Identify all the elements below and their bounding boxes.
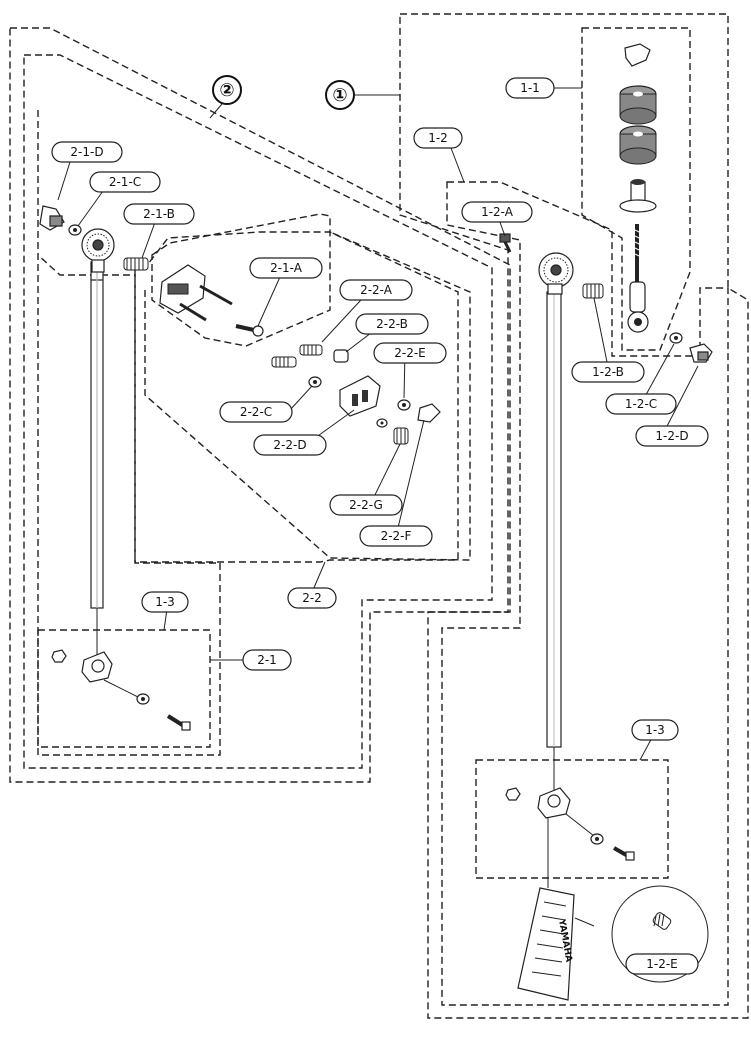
svg-text:1-1: 1-1 — [520, 81, 540, 95]
svg-text:1-3: 1-3 — [645, 723, 665, 737]
label-2-2-d: 2-2-D — [253, 434, 327, 456]
group-2-1-a-boundary — [151, 213, 331, 347]
label-2-1-a: 2-1-A — [249, 257, 323, 279]
assembly-1-outer-boundary — [399, 13, 749, 1019]
svg-text:1-2-C: 1-2-C — [625, 397, 657, 411]
washer-2-1-c — [68, 224, 82, 236]
spring-2-1-b — [123, 257, 149, 271]
svg-text:2-2-E: 2-2-E — [394, 346, 426, 360]
label-2-2-e: 2-2-E — [373, 342, 447, 364]
svg-text:2-2-C: 2-2-C — [240, 405, 272, 419]
label-1-2: 1-2 — [413, 127, 463, 149]
assembly-2-inner-boundary — [23, 54, 493, 769]
label-2-1-c: 2-1-C — [89, 171, 161, 193]
wing-nut-1-1 — [624, 43, 651, 67]
group-1-3-right-boundary — [475, 759, 669, 879]
foot-pedal: YAMAHA — [517, 887, 575, 1001]
assembly-1-mid-boundary — [441, 181, 729, 1006]
svg-text:2-2-F: 2-2-F — [381, 529, 412, 543]
svg-text:2-1: 2-1 — [257, 653, 277, 667]
washer-1-2-c — [669, 332, 683, 344]
label-2-2: 2-2 — [287, 587, 337, 609]
label-1-3-left: 1-3 — [141, 591, 189, 613]
memory-lock-1-3-left — [81, 651, 113, 683]
wing-nut-2-2-f — [417, 403, 441, 423]
memory-lock-1-3-right — [537, 787, 571, 819]
svg-text:1-2-D: 1-2-D — [655, 429, 688, 443]
sleeve-2-2-b — [333, 349, 349, 363]
svg-text:2-2-A: 2-2-A — [360, 283, 393, 297]
label-2-1: 2-1 — [242, 649, 292, 671]
svg-text:1-2-E: 1-2-E — [646, 957, 678, 971]
nut-1-3-left — [51, 649, 67, 663]
washer-2-2-c — [308, 376, 322, 388]
group-2-2-inner-boundary — [144, 231, 471, 561]
tube-2 — [90, 261, 104, 609]
nut-1-3-right — [505, 787, 521, 801]
group-2-2-boundary — [134, 231, 459, 563]
washer-2-2-extra — [376, 418, 388, 428]
label-2-2-f: 2-2-F — [359, 525, 433, 547]
label-2-1-d: 2-1-D — [51, 141, 123, 163]
group-1-1-boundary — [581, 27, 691, 351]
clamp-body-2-2-d — [339, 375, 381, 417]
svg-text:2-2-B: 2-2-B — [376, 317, 408, 331]
svg-text:2-1-B: 2-1-B — [143, 207, 175, 221]
svg-text:2-1-C: 2-1-C — [109, 175, 141, 189]
washer-1-3-right — [590, 833, 604, 845]
svg-text:2-2-D: 2-2-D — [273, 438, 306, 452]
assembly-1-marker: ① — [325, 80, 355, 110]
wing-nut-1-2-d — [689, 343, 713, 363]
label-1-2-a: 1-2-A — [461, 201, 533, 223]
cymbal-rod-1-1 — [627, 224, 649, 333]
svg-text:2-1-D: 2-1-D — [70, 145, 103, 159]
stopper-1-2-e — [652, 912, 672, 930]
label-1-2-b: 1-2-B — [571, 361, 645, 383]
label-1-2-d: 1-2-D — [635, 425, 709, 447]
group-1-3-left-boundary — [37, 629, 211, 748]
label-2-2-c: 2-2-C — [219, 401, 293, 423]
felt-bottom-1-1 — [619, 125, 657, 165]
tube-1 — [546, 291, 562, 748]
label-2-2-a: 2-2-A — [339, 279, 413, 301]
bolt-1-3-left — [166, 714, 191, 731]
label-2-2-g: 2-2-G — [329, 494, 403, 516]
svg-text:1-3: 1-3 — [155, 595, 175, 609]
svg-text:2-2: 2-2 — [302, 591, 322, 605]
tilter-gear-1 — [538, 252, 574, 295]
assembly-1-number: ① — [332, 85, 347, 106]
spring-2-2-a — [271, 344, 323, 368]
washer-2-2-e — [397, 399, 411, 411]
felt-top-1-1 — [619, 85, 657, 125]
label-1-3-right: 1-3 — [631, 719, 679, 741]
label-2-1-b: 2-1-B — [123, 203, 195, 225]
bolt-1-3-right — [613, 846, 635, 861]
label-1-2-c: 1-2-C — [605, 393, 677, 415]
knob-2-2-g — [393, 427, 409, 445]
wing-nut-2-1-d — [39, 205, 65, 231]
washer-1-3-left — [136, 693, 150, 705]
spring-1-2-b — [582, 283, 604, 299]
svg-text:2-1-A: 2-1-A — [270, 261, 303, 275]
assembly-2-marker: ② — [212, 75, 242, 105]
svg-text:1-2: 1-2 — [428, 131, 448, 145]
cymbal-sleeve-1-1 — [619, 179, 657, 213]
label-1-1: 1-1 — [505, 77, 555, 99]
svg-text:1-2-A: 1-2-A — [481, 205, 514, 219]
label-1-2-e: 1-2-E — [625, 953, 699, 975]
detail-circle-1-2-e — [611, 885, 709, 983]
assembly-2-number: ② — [219, 80, 234, 101]
tilter-gear-2 — [81, 228, 115, 273]
svg-text:2-2-G: 2-2-G — [349, 498, 383, 512]
group-2-1-boundary — [37, 110, 221, 756]
clamp-block-2-1-a — [159, 264, 233, 322]
svg-text:1-2-B: 1-2-B — [592, 365, 624, 379]
label-2-2-b: 2-2-B — [355, 313, 429, 335]
bolt-1-2-a — [499, 233, 512, 253]
bolt-2-1-a — [235, 324, 264, 337]
